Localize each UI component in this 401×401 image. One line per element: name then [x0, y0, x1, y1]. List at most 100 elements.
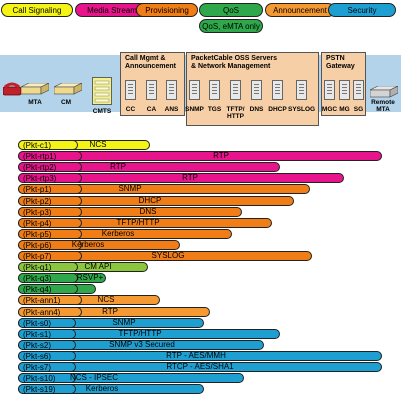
- pstn-server-icon: [339, 80, 350, 100]
- cmts-device-icon: [92, 77, 112, 105]
- oss-server-label: TFTP/ HTTP: [226, 106, 245, 120]
- interface-row: (Pkt-p6)Kerberos: [18, 239, 388, 250]
- call-mgmt-server-label: CA: [146, 106, 157, 113]
- pstn-server-icon: [324, 80, 335, 100]
- legend-qos: QoS: [199, 3, 263, 17]
- interface-row: (Pkt-ann4)RTP: [18, 306, 388, 317]
- pstn-server-label: MG: [339, 106, 350, 113]
- interface-row: (Pkt-s1) TFTP/HTTP: [18, 328, 388, 339]
- interface-protocol: TFTP/HTTP: [118, 328, 162, 338]
- interface-row: (Pkt-rtp2)RTP: [18, 162, 388, 173]
- interface-row: (Pkt-s10)NCS - IPSEC: [18, 373, 388, 384]
- interface-protocol: RTP: [110, 162, 126, 172]
- interface-row: (Pkt-q4): [18, 284, 388, 295]
- interface-row: (Pkt-p2)DHCP: [18, 195, 388, 206]
- oss-server-icon: [296, 80, 307, 100]
- interface-protocol: RTP - AES/MMH: [166, 350, 226, 360]
- interface-row: (Pkt-p3) DNS: [18, 206, 388, 217]
- interface-row: (Pkt-q1)CM API: [18, 262, 388, 273]
- remote-mta-icon: [370, 86, 398, 98]
- legend-qos-emta: QoS, eMTA only: [199, 19, 263, 33]
- interface-protocol: NCS - IPSEC: [69, 373, 118, 383]
- interface-id: (Pkt-s1): [18, 328, 76, 339]
- interface-row: (Pkt-s0) SNMP: [18, 317, 388, 328]
- interface-id: (Pkt-ann4): [18, 306, 82, 317]
- call-mgmt-server-label: ANS: [164, 106, 179, 113]
- interface-row: (Pkt-p7) SYSLOG: [18, 251, 388, 261]
- interface-protocol: SYSLOG: [151, 251, 185, 260]
- call-mgmt-server-icon: [146, 80, 157, 100]
- interface-row: (Pkt-rtp1) RTP: [18, 151, 388, 162]
- interface-id: (Pkt-s0): [18, 317, 76, 328]
- oss-server-label: DNS: [249, 106, 264, 113]
- interface-protocol: TFTP/HTTP: [116, 217, 160, 227]
- interface-id: (Pkt-rtp1): [18, 151, 82, 162]
- oss-server-icon: [189, 80, 200, 100]
- interface-id: (Pkt-p5): [18, 228, 82, 239]
- legend-call-signaling: Call Signaling: [1, 3, 73, 17]
- interface-id: (Pkt-s7): [18, 362, 76, 372]
- interface-id: (Pkt-s10): [18, 373, 76, 384]
- interface-id: (Pkt-p6): [18, 239, 82, 250]
- interface-protocol: SNMP: [112, 317, 136, 327]
- oss-server-icon: [272, 80, 283, 100]
- call-mgmt-server-label: CC: [125, 106, 136, 113]
- pstn-server-icon: [353, 80, 364, 100]
- interface-protocol: Kerberos: [85, 384, 119, 394]
- cm-device-icon: [54, 83, 82, 95]
- oss-server-icon: [251, 80, 262, 100]
- interface-protocol: DNS: [139, 206, 157, 216]
- legend-announcement: Announcement: [265, 3, 335, 17]
- cm-label: CM: [60, 99, 72, 106]
- interface-id: (Pkt-p4): [18, 217, 82, 228]
- interface-id: (Pkt-q4): [18, 284, 78, 295]
- interface-protocol: Kerberos: [101, 228, 135, 238]
- phone-icon: [3, 82, 22, 96]
- interface-id: (Pkt-q3): [18, 273, 78, 284]
- interface-row: (Pkt-p5) Kerberos: [18, 228, 388, 239]
- oss-server-icon: [230, 80, 241, 100]
- oss-server-label: DHCP: [268, 106, 287, 113]
- interface-row: (Pkt-s19) Kerberos: [18, 384, 388, 395]
- interface-row: (Pkt-s6) RTP - AES/MMH: [18, 350, 388, 361]
- oss-title: PacketCable OSS Servers & Network Manage…: [191, 55, 277, 70]
- interface-row: (Pkt-s7)RTCP - AES/SHA1: [18, 362, 388, 372]
- pstn-server-label: SG: [353, 106, 364, 113]
- call-mgmt-title: Call Mgmt & Announcement: [125, 55, 176, 70]
- mta-label: MTA: [28, 99, 42, 106]
- interface-protocol: RTP: [213, 151, 229, 161]
- interface-protocol: SNMP v3 Secured: [109, 339, 175, 349]
- interface-row: (Pkt-rtp3)RTP: [18, 173, 388, 184]
- oss-server-icon: [209, 80, 220, 100]
- interface-id: (Pkt-p3): [18, 206, 82, 217]
- interface-protocol: RTP: [182, 173, 198, 183]
- interface-protocol: SNMP: [118, 184, 142, 194]
- cmts-label: CMTS: [92, 108, 112, 115]
- call-mgmt-server-icon: [125, 80, 136, 100]
- remote-mta-label: Remote MTA: [371, 99, 395, 113]
- interface-protocol: NCS: [97, 295, 115, 305]
- call-mgmt-server-icon: [166, 80, 177, 100]
- oss-server-label: SNMP: [185, 106, 204, 113]
- interface-id: (Pkt-c1): [18, 140, 78, 150]
- interface-id: (Pkt-s6): [18, 350, 76, 361]
- interface-row: (Pkt-ann1) NCS: [18, 295, 388, 306]
- legend-provisioning: Provisioning: [136, 3, 198, 17]
- interface-protocol: Kerberos: [71, 239, 105, 249]
- interface-id: (Pkt-ann1): [18, 295, 82, 306]
- interface-id: (Pkt-p2): [18, 195, 82, 206]
- interface-protocol: CM API: [84, 262, 112, 272]
- interface-id: (Pkt-p7): [18, 251, 82, 261]
- interface-protocol: NCS: [89, 140, 107, 149]
- interface-id: (Pkt-s19): [18, 384, 76, 395]
- interface-row: (Pkt-c1) NCS: [18, 140, 388, 150]
- legend-security: Security: [328, 3, 396, 17]
- interface-row: (Pkt-q3)RSVP+: [18, 273, 388, 284]
- interface-protocol: RSVP+: [76, 273, 104, 283]
- mta-device-icon: [21, 83, 49, 95]
- pstn-server-label: MGC: [321, 106, 338, 113]
- interface-row: (Pkt-s2) SNMP v3 Secured: [18, 339, 388, 350]
- interface-row: (Pkt-p4) TFTP/HTTP: [18, 217, 388, 228]
- oss-server-label: SYSLOG: [288, 106, 316, 113]
- interface-id: (Pkt-s2): [18, 339, 76, 350]
